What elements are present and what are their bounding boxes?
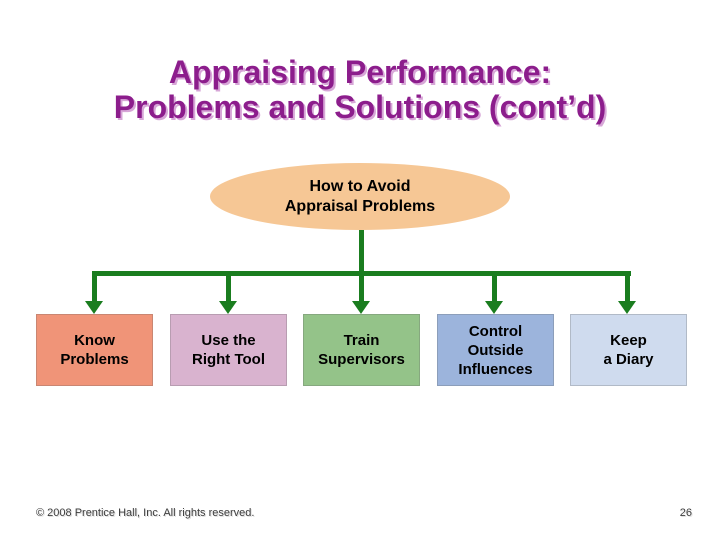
leaf-node-control-outside-influences: Control Outside Influences [437, 314, 554, 386]
footer-copyright: © 2008 Prentice Hall, Inc. All rights re… [36, 507, 255, 519]
leaf-node-train-supervisors: Train Supervisors [303, 314, 420, 386]
root-node-label: How to Avoid Appraisal Problems [284, 177, 436, 215]
leaf-node-keep-a-diary: Keep a Diary [570, 314, 687, 386]
root-node-ellipse: How to Avoid Appraisal Problems [210, 163, 510, 230]
connector-drop-3 [359, 271, 364, 302]
arrow-down-icon [618, 301, 636, 314]
arrow-down-icon [485, 301, 503, 314]
leaf-node-label: Control Outside Influences [458, 322, 533, 378]
connector-drop-2 [226, 271, 231, 302]
arrow-down-icon [85, 301, 103, 314]
leaf-node-label: Train Supervisors [318, 332, 405, 368]
title-line-1: Appraising Performance: [168, 54, 552, 91]
leaf-node-label: Use the Right Tool [191, 332, 266, 368]
connector-drop-1 [92, 271, 97, 302]
arrow-down-icon [352, 301, 370, 314]
connector-stem [359, 230, 364, 276]
title-line-2: Problems and Solutions (cont’d) [113, 89, 607, 126]
leaf-node-label: Know Problems [60, 332, 129, 368]
page-number: 26 [679, 507, 692, 519]
connector-drop-4 [492, 271, 497, 302]
connector-drop-5 [625, 271, 630, 302]
leaf-node-use-right-tool: Use the Right Tool [170, 314, 287, 386]
leaf-node-label: Keep a Diary [603, 332, 654, 368]
arrow-down-icon [219, 301, 237, 314]
slide-title: Appraising Performance: Problems and Sol… [0, 55, 720, 125]
leaf-node-know-problems: Know Problems [36, 314, 153, 386]
